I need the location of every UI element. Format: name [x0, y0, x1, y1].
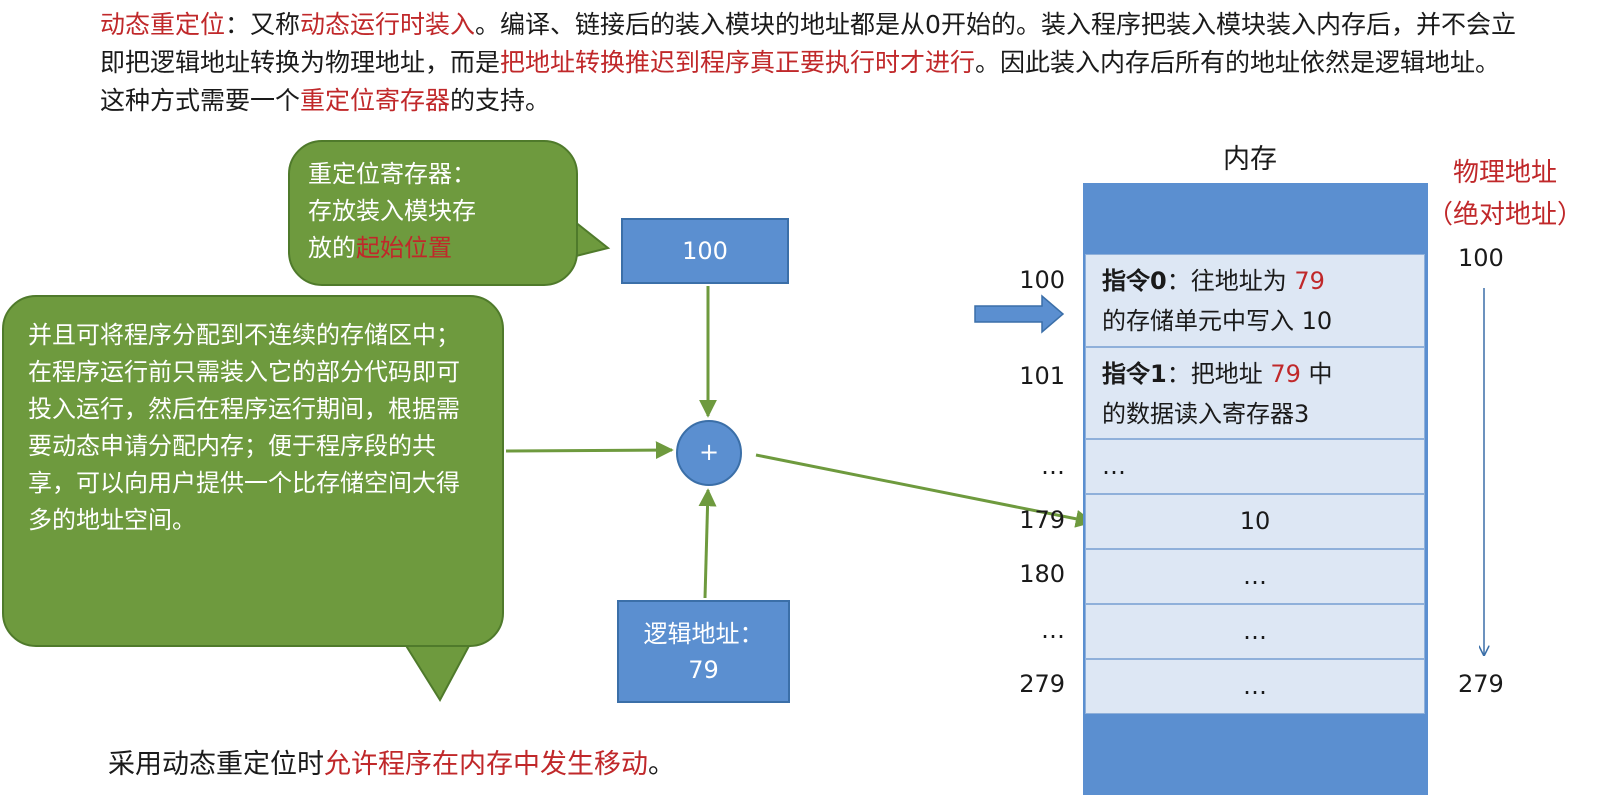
instruction-1-key: 指令1 — [1102, 360, 1167, 388]
bottom-highlight: 允许程序在内存中发生移动 — [324, 749, 648, 780]
memory-cell-100: 指令0：往地址为 79 的存储单元中写入 10 — [1085, 254, 1425, 347]
memory-cell-179: 10 — [1085, 494, 1425, 549]
register-callout: 重定位寄存器： 存放装入模块存 放的起始位置 — [288, 140, 578, 286]
instruction-1-text-2: 中 — [1300, 360, 1333, 388]
address-label: 180 — [1019, 560, 1065, 588]
register-callout-text: 放的 — [308, 234, 356, 262]
bottom-text-2: 。 — [648, 749, 675, 780]
intro-text-3: 。因此装入内存后所有的地址依然是逻辑地址。这种方式需要一个 — [100, 48, 1501, 115]
relocation-register-value: 100 — [682, 237, 728, 265]
address-label: 179 — [1019, 506, 1065, 534]
adder-circle: + — [676, 420, 742, 486]
instruction-1-line-2: 的数据读入寄存器3 — [1102, 400, 1310, 428]
register-callout-highlight: 起始位置 — [356, 234, 452, 262]
instruction-0-line-1: 指令0：往地址为 79 — [1102, 261, 1408, 301]
intro-text-1: ：又称 — [225, 10, 301, 39]
register-callout-line-1: 重定位寄存器： — [308, 160, 476, 188]
memory-title: 内存 — [1223, 144, 1277, 175]
intro-paragraph: 动态重定位：又称动态运行时装入。编译、链接后的装入模块的地址都是从0开始的。装入… — [100, 6, 1520, 120]
memory-cell-ellipsis-1: … — [1085, 439, 1425, 494]
physical-address-start: 100 — [1458, 244, 1504, 272]
instruction-0-text: ：往地址为 — [1166, 267, 1295, 295]
intro-highlight: 把地址转换推迟到程序真正要执行时才进行 — [500, 48, 976, 77]
advantages-callout-text: 并且可将程序分配到不连续的存储区中；在程序运行前只需装入它的部分代码即可投入运行… — [28, 321, 460, 534]
intro-term: 动态重定位 — [100, 10, 226, 39]
logical-address-box: 逻辑地址： 79 — [617, 600, 790, 703]
register-callout-line-2: 存放装入模块存 — [308, 197, 476, 225]
logical-address-value: 79 — [688, 656, 719, 684]
instruction-1-text: ：把地址 — [1166, 360, 1271, 388]
memory-cell-101: 指令1：把地址 79 中 的数据读入寄存器3 — [1085, 347, 1425, 439]
bubble-note-tail — [403, 643, 472, 702]
physical-address-title-2: （绝对地址） — [1426, 200, 1583, 230]
advantages-callout: 并且可将程序分配到不连续的存储区中；在程序运行前只需装入它的部分代码即可投入运行… — [2, 295, 504, 647]
arrow-logic-to-adder — [698, 488, 717, 599]
bottom-conclusion: 采用动态重定位时允许程序在内存中发生移动。 — [108, 742, 675, 781]
logical-address-label: 逻辑地址： — [643, 620, 764, 648]
address-label: 279 — [1019, 670, 1065, 698]
bottom-text-1: 采用动态重定位时 — [108, 749, 324, 780]
pointer-arrow — [974, 294, 1065, 334]
instruction-0-key: 指令0 — [1102, 267, 1167, 295]
arrow-note-to-adder — [505, 441, 674, 460]
instruction-1-line-1: 指令1：把地址 79 中 — [1102, 354, 1408, 394]
adder-symbol: + — [698, 438, 720, 466]
address-label: … — [1041, 452, 1065, 480]
physical-address-title-1: 物理地址 — [1452, 158, 1557, 188]
instruction-0-address: 79 — [1294, 267, 1325, 295]
memory-cell-ellipsis-2: … — [1085, 604, 1425, 659]
register-callout-line-3: 放的起始位置 — [308, 230, 558, 267]
address-label: 101 — [1019, 362, 1065, 390]
arrow-adder-to-memory — [755, 453, 1094, 528]
physical-address-title: 物理地址 （绝对地址） — [1416, 152, 1594, 236]
intro-text-2: 。编译、链接后的装入模块的地址都是从0开始的。装入程序把装入模块装入内存后，并不… — [100, 10, 1516, 77]
address-label: … — [1041, 616, 1065, 644]
intro-register-term: 重定位寄存器 — [300, 86, 451, 115]
address-label: 100 — [1019, 266, 1065, 294]
intro-text-4: 的支持。 — [450, 86, 551, 115]
instruction-0-line-2: 的存储单元中写入 10 — [1102, 307, 1333, 335]
memory-cell-180: … — [1085, 549, 1425, 604]
memory-cell-279: … — [1085, 659, 1425, 714]
intro-term-2: 动态运行时装入 — [300, 10, 476, 39]
instruction-1-address: 79 — [1270, 360, 1301, 388]
relocation-register-box: 100 — [621, 218, 789, 284]
physical-address-end: 279 — [1458, 670, 1504, 698]
